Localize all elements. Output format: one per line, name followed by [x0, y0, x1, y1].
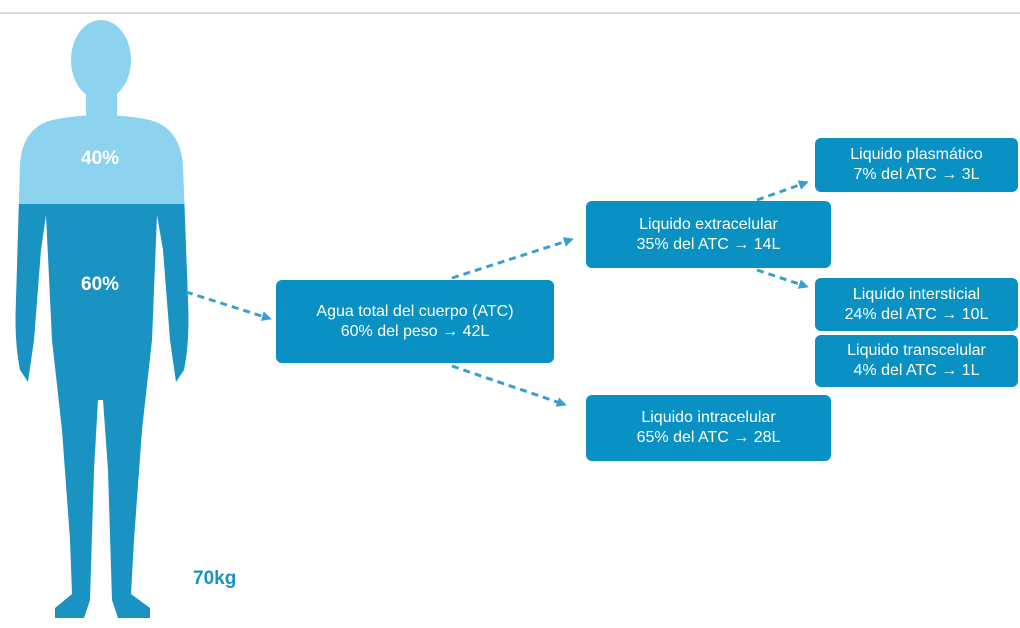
transcellular-value: 4% del ATC → 1L: [853, 362, 980, 379]
plasmatic-box: Liquido plasmático 7% del ATC → 3L: [815, 138, 1018, 192]
total-body-water-title: Agua total del cuerpo (ATC): [316, 302, 514, 320]
arrow-body-to-total: [185, 290, 272, 321]
extracellular-title: Liquido extracelular: [639, 215, 778, 233]
arrow-total-to-extracellular: [451, 237, 574, 280]
arrow-total-to-intracellular: [451, 364, 567, 407]
interstitial-box: Liquido intersticial 24% del ATC → 10L: [815, 278, 1018, 331]
arrow-extracellular-to-interstitial: [756, 268, 809, 289]
interstitial-value: 24% del ATC → 10L: [844, 305, 989, 323]
extracellular-value: 35% del ATC → 14L: [636, 235, 781, 253]
intracellular-value: 65% del ATC → 28L: [636, 429, 781, 446]
transcellular-box: Liquido transcelular 4% del ATC → 1L: [815, 335, 1018, 387]
total-body-water-value: 60% del peso → 42L: [340, 322, 490, 340]
body-weight-label: 70kg: [193, 568, 237, 589]
lower-percent-label: 60%: [81, 274, 120, 295]
plasmatic-title: Liquido plasmático: [850, 146, 983, 163]
extracellular-box: Liquido extracelular 35% del ATC → 14L: [586, 201, 831, 268]
upper-percent-label: 40%: [81, 148, 120, 169]
arrow-extracellular-to-plasmatic: [756, 180, 809, 202]
plasmatic-value: 7% del ATC → 3L: [853, 166, 980, 183]
total-body-water-box: Agua total del cuerpo (ATC) 60% del peso…: [276, 280, 554, 363]
intracellular-title: Liquido intracelular: [641, 409, 776, 426]
interstitial-title: Liquido intersticial: [852, 285, 981, 303]
transcellular-title: Liquido transcelular: [847, 342, 986, 359]
top-divider: [0, 12, 1020, 14]
intracellular-box: Liquido intracelular 65% del ATC → 28L: [586, 395, 831, 461]
